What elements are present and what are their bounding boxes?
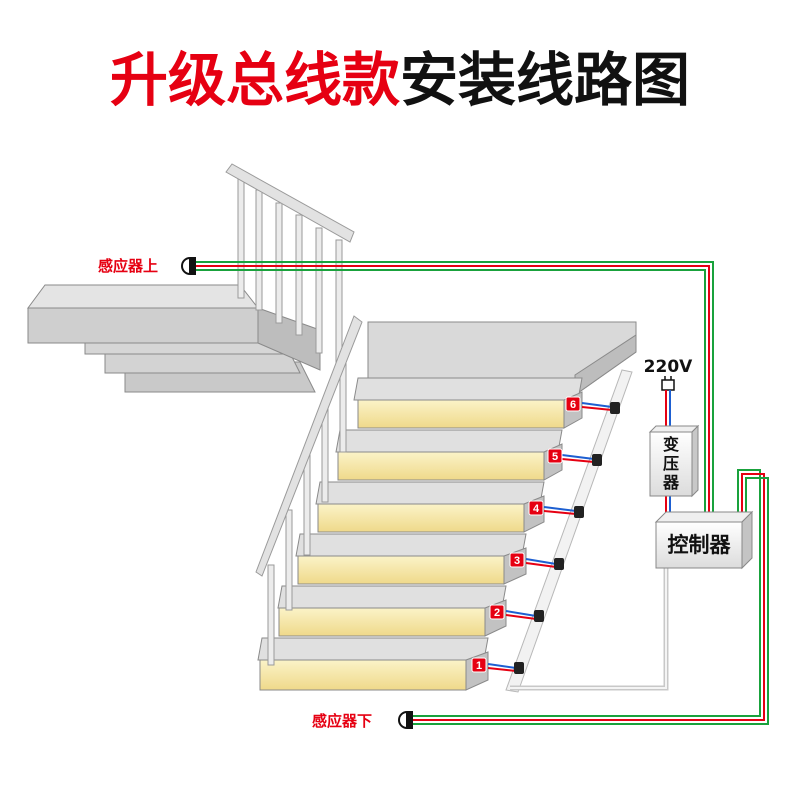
sensor-bottom-label: 感应器下 [312,712,372,730]
lower-railing [255,315,363,666]
title-highlight: 升级总线款 [110,46,400,114]
title-rest: 安装线路图 [400,46,690,114]
controller-label: 控制器 [668,533,732,557]
step-connectors [487,402,613,672]
step-badge-6: 6 [565,396,581,412]
controller-box: 控制器 [654,510,754,570]
plug-icon [661,376,675,391]
upper-landing [27,284,321,393]
step-badge-4: 4 [528,500,544,516]
diagram-title: 升级总线款安装线路图 [110,46,690,114]
svg-text:6: 6 [570,399,576,411]
top-sensor-wire [195,261,714,522]
middle-landing [367,321,637,396]
sensor-icon [181,256,196,276]
sensor-icon [398,710,413,730]
power-voltage-label: 220V [644,357,693,377]
svg-text:3: 3 [514,555,520,567]
step-badge-1: 1 [471,657,487,673]
transformer-label-1: 变 [663,435,679,454]
bottom-sensor-wire [412,469,769,725]
svg-text:5: 5 [552,451,558,463]
step-badge-5: 5 [547,448,563,464]
connector-plugs [514,402,620,674]
transformer-label-3: 器 [662,473,680,492]
step-badge-2: 2 [489,604,505,620]
step-badge-3: 3 [509,552,525,568]
svg-text:2: 2 [494,607,500,619]
transformer-box: 变 压 器 [648,424,700,498]
sensor-top-label: 感应器上 [98,257,158,275]
svg-text:4: 4 [533,503,540,515]
step-badges: 6 5 4 3 2 1 [471,396,581,673]
transformer-label-2: 压 [663,454,679,473]
svg-text:1: 1 [476,660,482,672]
